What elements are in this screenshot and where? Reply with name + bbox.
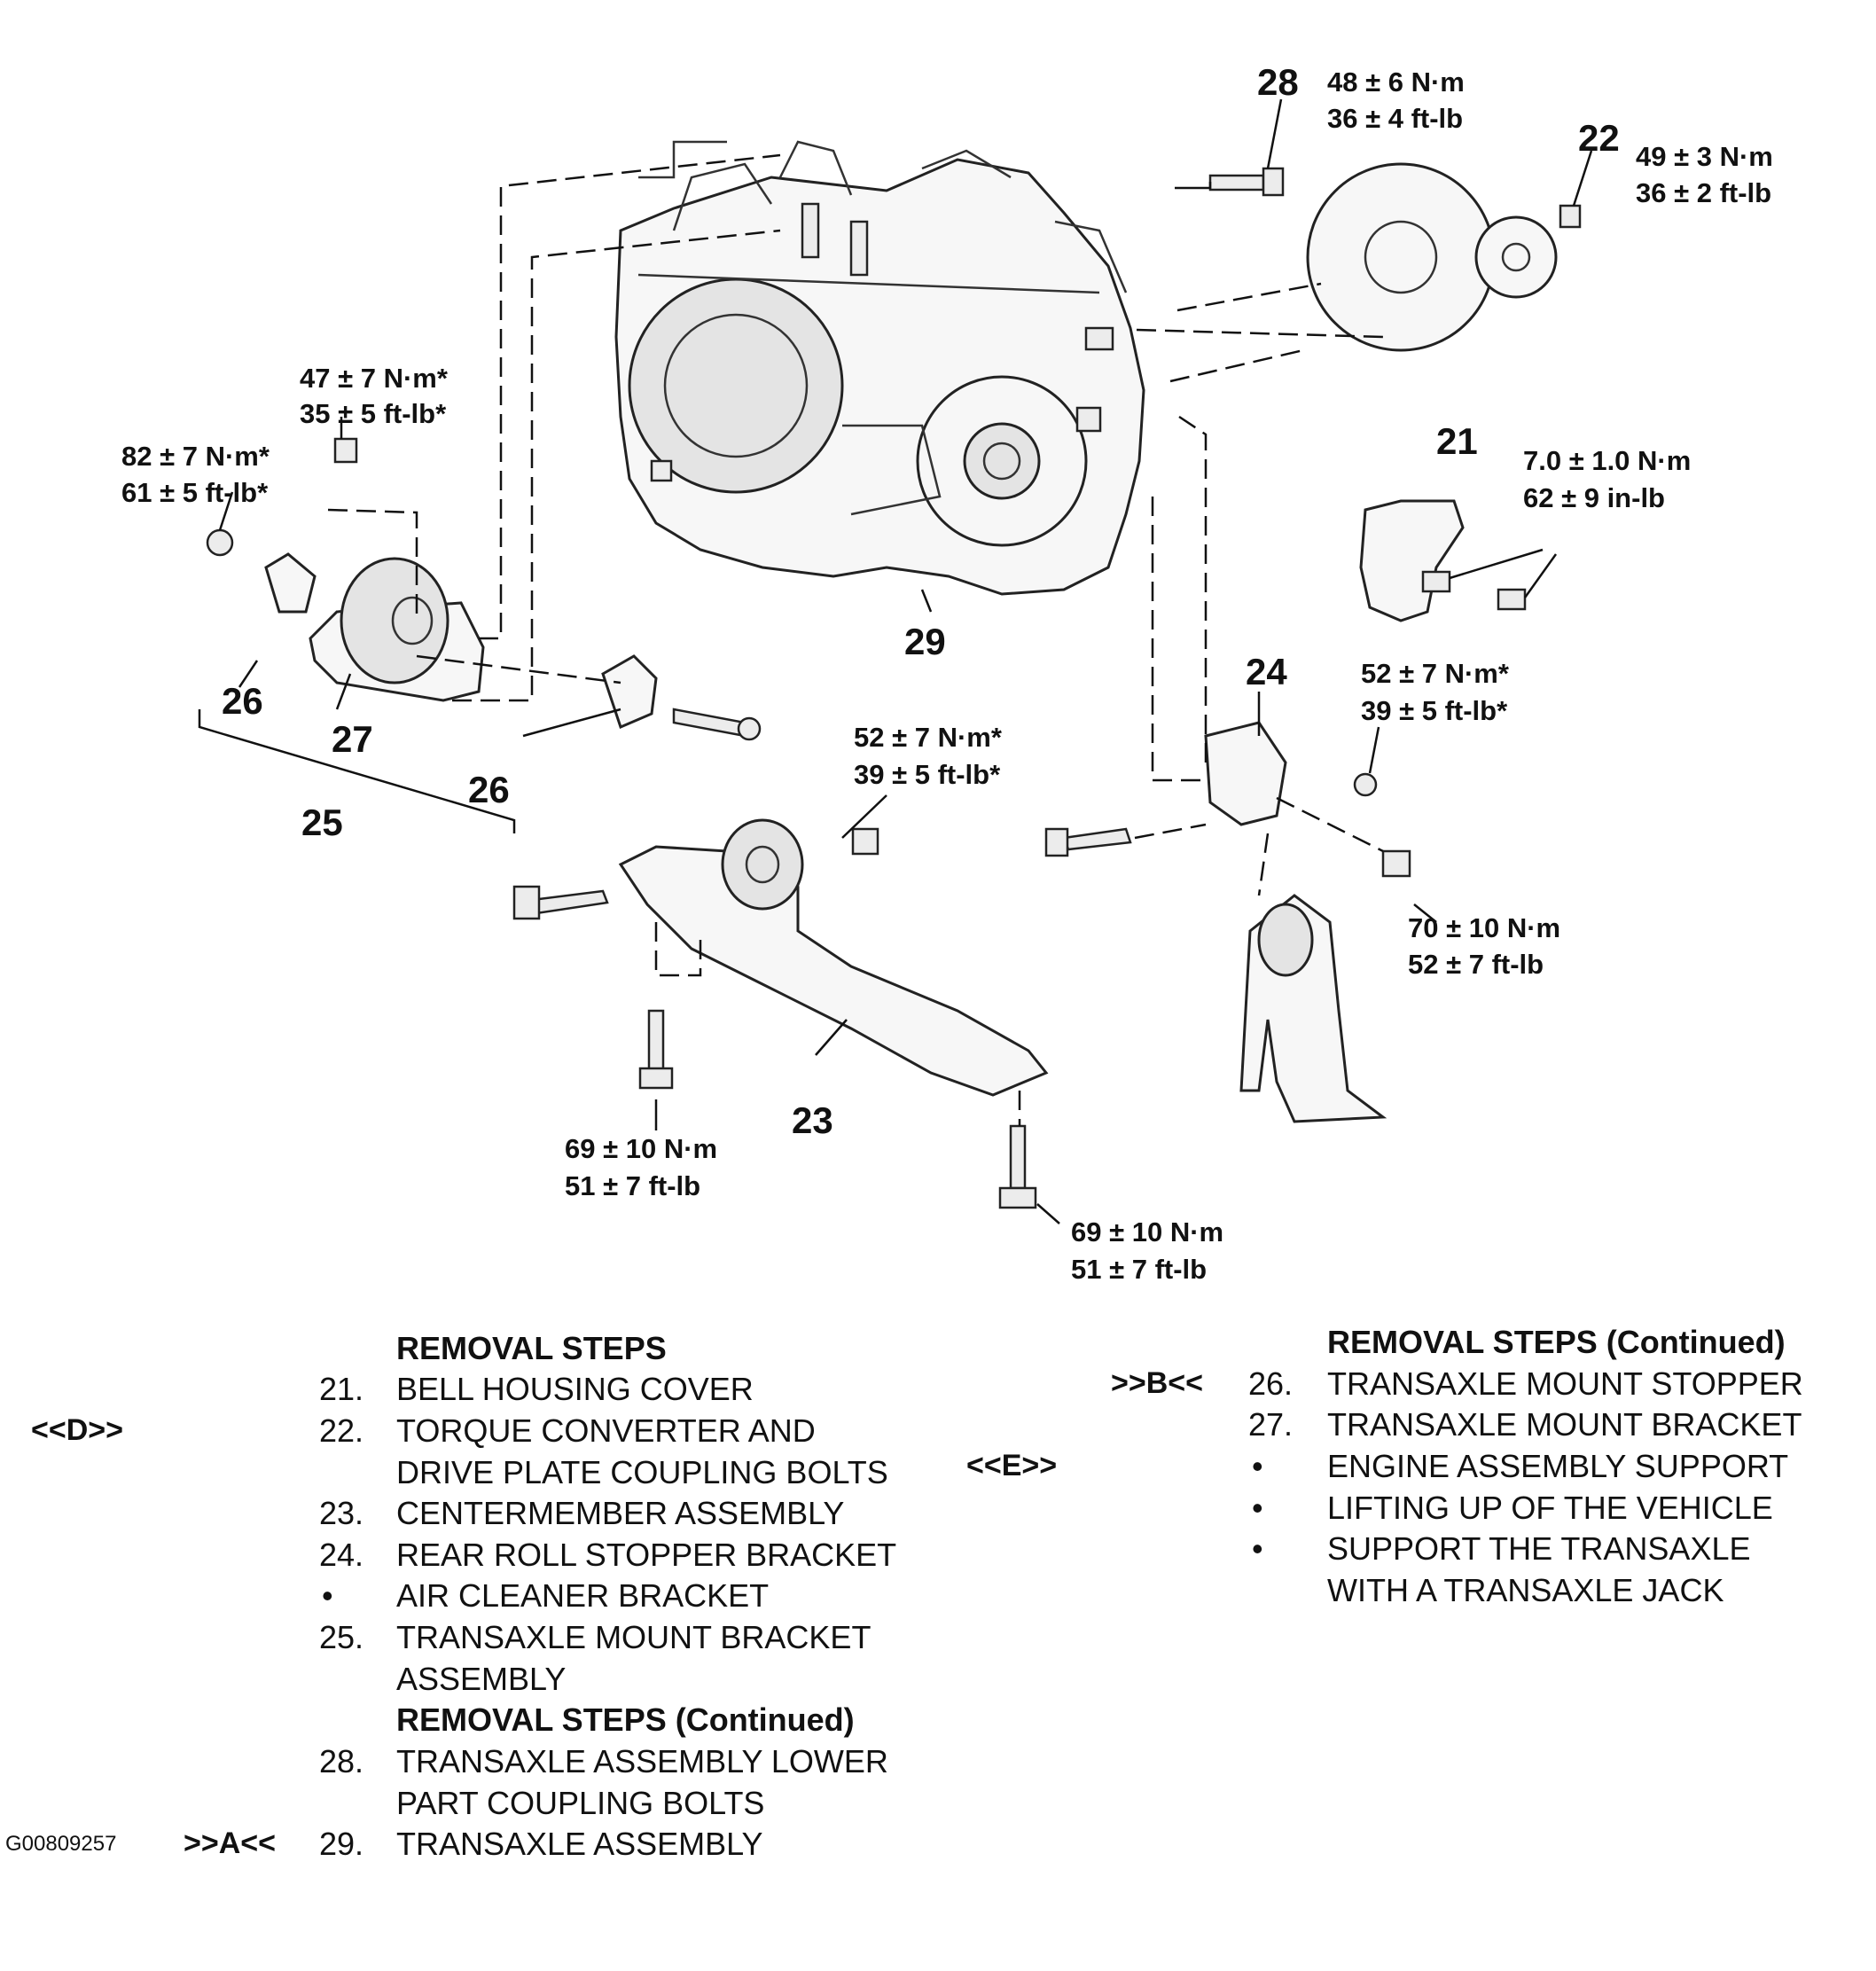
torque-23-bolt-right-nm: 69 ± 10 N·m	[1071, 1216, 1223, 1248]
torque-stopper-nut-ftlb: 61 ± 5 ft-lb*	[121, 477, 269, 508]
torque-24-bolt-nm: 70 ± 10 N·m	[1408, 912, 1560, 943]
callout-25: 25	[301, 802, 343, 843]
step-22-number: 22.	[319, 1412, 364, 1449]
torque-21-nm: 7.0 ± 1.0 N·m	[1523, 445, 1691, 476]
step-24-text: REAR ROLL STOPPER BRACKET	[396, 1537, 897, 1573]
step-28-number: 28.	[319, 1743, 364, 1779]
torque-23-nut-ftlb: 39 ± 5 ft-lb*	[854, 759, 1001, 790]
step-22-code: <<D>>	[31, 1413, 123, 1447]
torque-23-bolt-right-ftlb: 51 ± 7 ft-lb	[1071, 1254, 1207, 1285]
step-21-number: 21.	[319, 1371, 364, 1407]
step-29-code: >>A<<	[184, 1826, 276, 1860]
step-26-number: 26.	[1248, 1365, 1294, 1402]
support-text-cont: WITH A TRANSAXLE JACK	[1327, 1572, 1724, 1608]
step-22-text-cont: DRIVE PLATE COUPLING BOLTS	[396, 1454, 888, 1490]
rear-roll-stopper-drawing	[1044, 415, 1411, 1123]
engine-support-text: ENGINE ASSEMBLY SUPPORT	[1327, 1448, 1789, 1484]
transaxle-assembly-drawing	[614, 140, 1145, 596]
torque-24-bolt-ftlb: 52 ± 7 ft-lb	[1408, 949, 1544, 980]
step-24-number: 24.	[319, 1537, 364, 1573]
callout-28: 28	[1257, 61, 1299, 103]
step-22-text: TORQUE CONVERTER AND	[396, 1412, 816, 1449]
torque-21-inlb: 62 ± 9 in-lb	[1523, 482, 1665, 513]
callout-24: 24	[1246, 651, 1287, 692]
callout-27: 27	[332, 718, 373, 760]
step-29-number: 29.	[319, 1826, 364, 1862]
support-text: SUPPORT THE TRANSAXLE	[1327, 1530, 1751, 1567]
torque-22-ftlb: 36 ± 2 ft-lb	[1636, 177, 1771, 208]
torque-28-ftlb: 36 ± 4 ft-lb	[1327, 103, 1463, 134]
torque-23-bolt-left-nm: 69 ± 10 N·m	[565, 1133, 717, 1164]
air-cleaner-bullet: •	[322, 1577, 333, 1614]
lifting-text: LIFTING UP OF THE VEHICLE	[1327, 1490, 1773, 1526]
air-cleaner-text: AIR CLEANER BRACKET	[396, 1577, 770, 1614]
torque-24-nut-ftlb: 39 ± 5 ft-lb*	[1361, 695, 1508, 726]
callout-23: 23	[792, 1099, 833, 1141]
step-26-text: TRANSAXLE MOUNT STOPPER	[1327, 1365, 1803, 1402]
bell-housing-cover-drawing	[1359, 499, 1558, 622]
callout-22: 22	[1578, 117, 1620, 159]
torque-mount-top-ftlb: 35 ± 5 ft-lb*	[300, 398, 447, 429]
step-25-text-cont: ASSEMBLY	[396, 1661, 567, 1697]
drive-plate-drawing	[1136, 162, 1582, 383]
torque-28-nm: 48 ± 6 N·m	[1327, 66, 1465, 98]
step-28-text-cont: PART COUPLING BOLTS	[396, 1785, 765, 1821]
torque-23-nut-nm: 52 ± 7 N·m*	[854, 722, 1003, 753]
step-27-text: TRANSAXLE MOUNT BRACKET	[1327, 1406, 1802, 1443]
step-28-text: TRANSAXLE ASSEMBLY LOWER	[396, 1743, 888, 1779]
torque-mount-top-nm: 47 ± 7 N·m*	[300, 363, 449, 394]
callout-26-left: 26	[222, 680, 263, 722]
figure-id: G00809257	[5, 1832, 117, 1856]
step-27-number: 27.	[1248, 1406, 1294, 1443]
step-26-code: >>B<<	[1111, 1366, 1203, 1400]
callout-29: 29	[904, 621, 946, 662]
support-bullet: •	[1252, 1530, 1263, 1567]
callout-26-right: 26	[468, 769, 510, 810]
legend-left-heading-continued: REMOVAL STEPS (Continued)	[396, 1701, 855, 1738]
step-23-text: CENTERMEMBER ASSEMBLY	[396, 1495, 845, 1531]
step-29-text: TRANSAXLE ASSEMBLY	[396, 1826, 763, 1862]
torque-24-nut-nm: 52 ± 7 N·m*	[1361, 658, 1510, 689]
callout-21: 21	[1436, 420, 1478, 462]
step-25-number: 25.	[319, 1619, 364, 1655]
engine-support-bullet: •	[1252, 1448, 1263, 1484]
step-21-text: BELL HOUSING COVER	[396, 1371, 754, 1407]
engine-support-code: <<E>>	[966, 1449, 1058, 1482]
legend-left-heading: REMOVAL STEPS	[396, 1330, 667, 1366]
torque-23-bolt-left-ftlb: 51 ± 7 ft-lb	[565, 1170, 700, 1201]
lifting-bullet: •	[1252, 1490, 1263, 1526]
step-25-text: TRANSAXLE MOUNT BRACKET	[396, 1619, 872, 1655]
step-23-number: 23.	[319, 1495, 364, 1531]
transaxle-mount-bracket-drawing	[198, 153, 781, 833]
torque-22-nm: 49 ± 3 N·m	[1636, 141, 1773, 172]
leader-lines	[218, 98, 1593, 1224]
exploded-diagram: 28 22 21 29 24 26 27 26 25 23 48 ± 6 N·m…	[121, 61, 1773, 1285]
torque-stopper-nut-nm: 82 ± 7 N·m*	[121, 441, 270, 472]
legend-right-heading: REMOVAL STEPS (Continued)	[1327, 1324, 1786, 1360]
centermember-assembly-drawing	[512, 818, 1049, 1209]
